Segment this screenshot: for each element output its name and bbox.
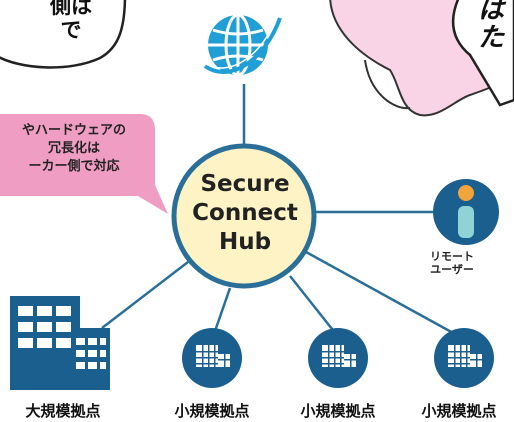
- speech-bubble-left-text: 側は で: [50, 0, 92, 42]
- speech-bubble-right-text: は た: [478, 0, 505, 53]
- building-small-icon: [434, 328, 494, 388]
- site-label-small: 小規模拠点: [421, 402, 497, 420]
- site-label-small: 小規模拠点: [174, 402, 250, 420]
- pink-callout-bubble: [0, 114, 168, 214]
- pink-callout-text: やハードウェアの 冗長化は ーカー側で対応: [21, 123, 126, 174]
- building-small-icon: [182, 328, 242, 388]
- building-small-icon: [308, 328, 368, 388]
- remote-user-icon: [433, 179, 499, 245]
- hub-circle: [171, 143, 317, 289]
- building-large-icon: [10, 296, 110, 390]
- connection-lines: [101, 84, 456, 336]
- globe-icon: [202, 13, 282, 77]
- site-label-small: 小規模拠点: [300, 402, 376, 420]
- remote-user-label: リモート ユーザー: [430, 250, 474, 276]
- speech-bubble-right: [452, 0, 514, 107]
- site-label-large: 大規模拠点: [25, 402, 101, 420]
- speech-bubble-left: [0, 0, 127, 69]
